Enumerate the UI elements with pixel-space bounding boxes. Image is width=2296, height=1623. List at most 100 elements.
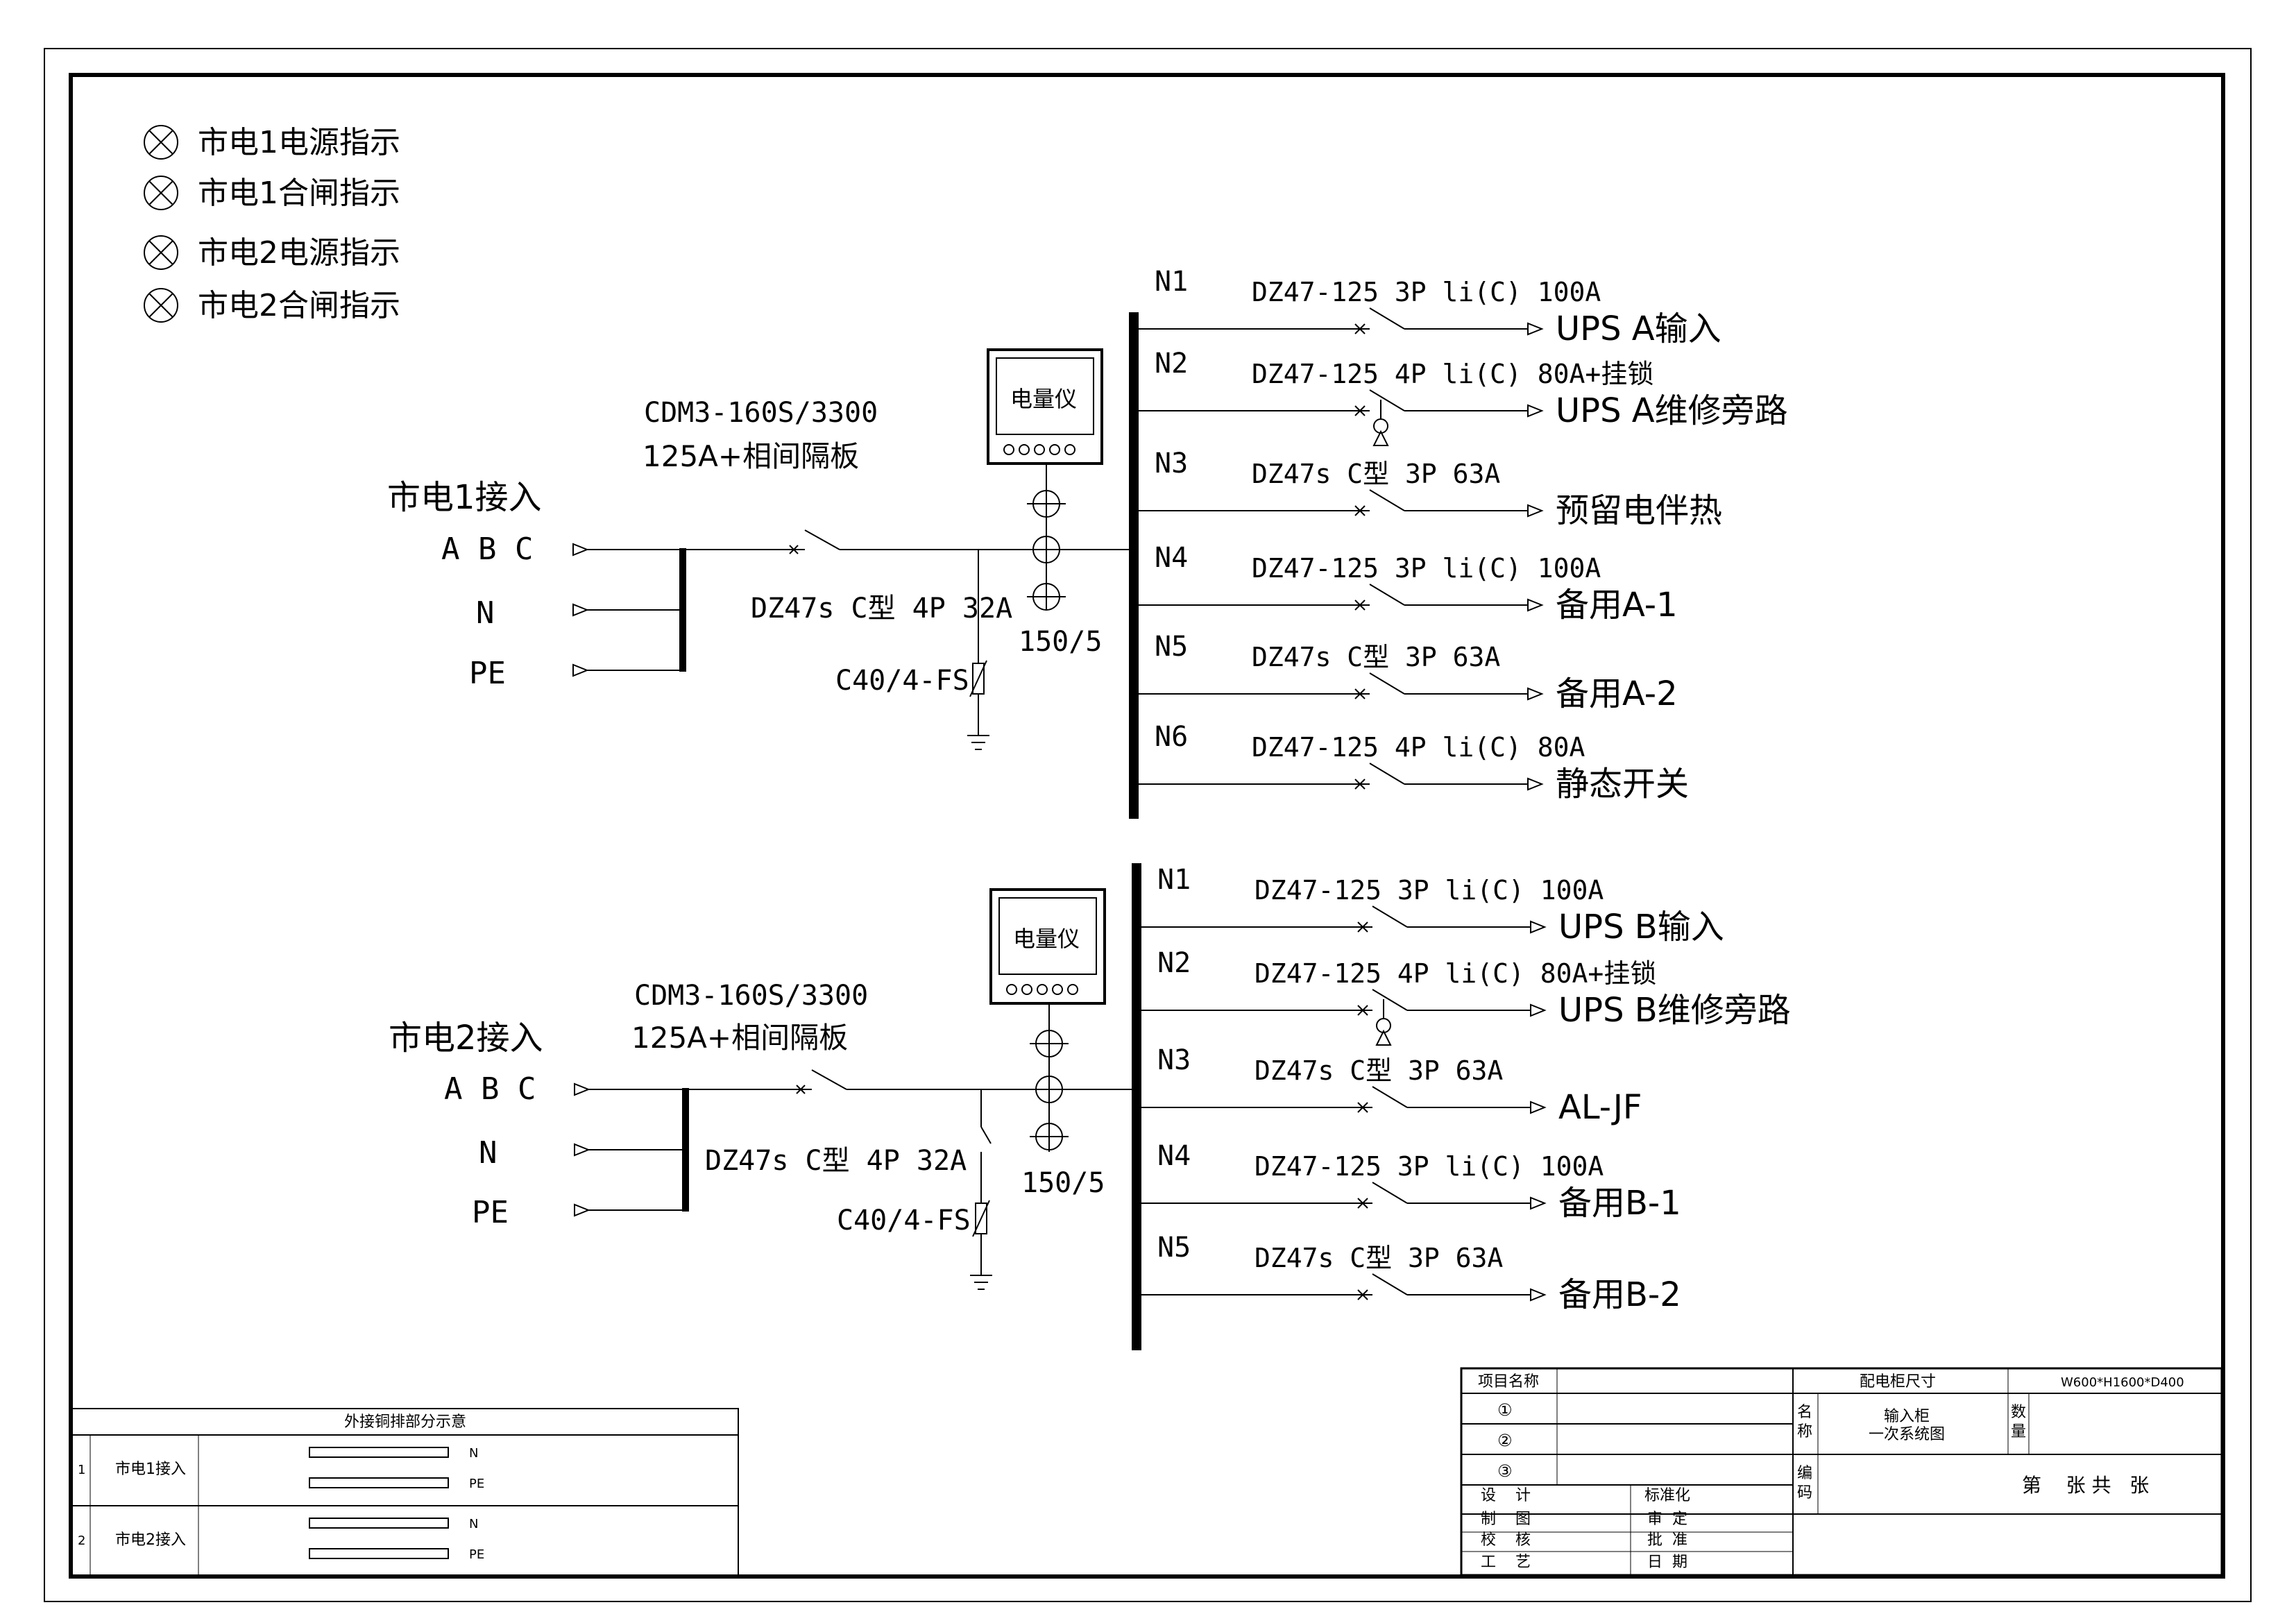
current-transformer-icon <box>1027 490 1066 611</box>
breaker-contact <box>811 1069 847 1090</box>
feeder-arrow-icon <box>1530 1003 1547 1017</box>
feeder-id: N4 <box>1157 1140 1191 1172</box>
project-row-marker: ② <box>1497 1431 1513 1450</box>
feeder-breaker-label: DZ47-125 3P li(C) 100A <box>1255 1151 1604 1182</box>
feeder-load-label: UPS A维修旁路 <box>1556 391 1788 430</box>
feeder-breaker-label: DZ47s C型 3P 63A <box>1252 642 1500 672</box>
feeder-arrow-icon <box>1530 1288 1547 1302</box>
title-block: 项目名称 ① ② ③ 配电柜尺寸 W600*H1600*D400 名 称 输入柜… <box>1460 1367 2223 1577</box>
ground-icon <box>967 735 989 750</box>
surge-protector-label: C40/4-FS <box>835 665 969 697</box>
surge-protector-label: C40/4-FS <box>837 1205 971 1237</box>
project-row-marker: ① <box>1497 1400 1513 1420</box>
feeder-arrow-icon <box>1527 322 1544 336</box>
surge-breaker-label: DZ47s C型 4P 32A <box>751 593 1012 624</box>
incoming-section-2: 市电2接入 A B C N PE CDM3-160S/3300 125A+相间隔… <box>389 863 1791 1350</box>
power-meter: 电量仪 <box>987 348 1103 465</box>
feeder-breaker-label: DZ47-125 4P li(C) 80A <box>1252 732 1585 763</box>
bar-label: PE <box>469 1547 484 1562</box>
feeder-arrow-icon <box>1527 504 1544 518</box>
drawing-name: 一次系统图 <box>1869 1426 1945 1443</box>
phase-label-abc: A B C <box>444 1071 536 1107</box>
review-label: 审 定 <box>1647 1511 1687 1528</box>
copper-bar-table: 外接铜排部分示意 1 市电1接入 N PE 2 市电2接入 N PE <box>71 1408 739 1576</box>
breaker-contact <box>980 1126 992 1144</box>
feeder-id: N3 <box>1155 448 1188 479</box>
indicator-label: 市电2电源指示 <box>198 235 400 271</box>
ct-ratio-label: 150/5 <box>1019 626 1102 658</box>
sheet-number: 第 张 共 张 <box>2022 1474 2149 1497</box>
breaker-contact <box>1369 307 1405 330</box>
feeder-id: N6 <box>1155 721 1188 753</box>
drafting-label: 制 图 <box>1481 1511 1531 1528</box>
cabinet-size-value: W600*H1600*D400 <box>2061 1375 2184 1390</box>
feeder-arrow-icon <box>1527 777 1544 791</box>
terminal-arrow-icon <box>574 1082 590 1096</box>
feeder-load-label: 静态开关 <box>1556 765 1689 804</box>
row-label: 市电1接入 <box>115 1461 186 1478</box>
ct-ratio-label: 150/5 <box>1021 1167 1105 1199</box>
code-label: 编 <box>1797 1465 1812 1482</box>
feeder-arrow-icon <box>1530 1196 1547 1210</box>
breaker-contact <box>1372 1273 1408 1295</box>
design-label: 设 计 <box>1481 1487 1531 1504</box>
main-breaker-spec: 125A+相间隔板 <box>631 1021 848 1055</box>
feeder-id: N2 <box>1157 947 1191 979</box>
name-label: 名 <box>1797 1404 1812 1421</box>
breaker-contact <box>1369 489 1405 511</box>
feeder-arrow-icon <box>1527 404 1544 418</box>
incoming-title: 市电1接入 <box>387 478 542 517</box>
feeder-load-label: UPS A输入 <box>1556 309 1721 348</box>
row-number: 1 <box>78 1463 85 1477</box>
terminal-arrow-icon <box>574 1203 590 1217</box>
feeder-id: N2 <box>1155 348 1188 380</box>
indicator-lamp-icon <box>144 125 178 160</box>
incoming-title: 市电2接入 <box>389 1019 543 1057</box>
indicator-label: 市电2合闸指示 <box>198 288 400 323</box>
power-meter: 电量仪 <box>989 888 1106 1005</box>
date-label: 日 期 <box>1647 1554 1687 1571</box>
copper-bar-table-title: 外接铜排部分示意 <box>344 1413 466 1431</box>
feeder-load-label: 预留电伴热 <box>1556 491 1722 530</box>
power-meter-label: 电量仪 <box>1010 386 1077 412</box>
quantity-label: 量 <box>2011 1423 2026 1441</box>
feeder-load-label: UPS B输入 <box>1558 908 1724 946</box>
feeder-id: N1 <box>1155 266 1188 298</box>
breaker-contact <box>1372 1086 1408 1108</box>
row-number: 2 <box>78 1533 85 1548</box>
feeder-load-label: UPS B维修旁路 <box>1558 991 1791 1030</box>
indicator-legend: 市电1电源指示 市电1合闸指示 市电2电源指示 市电2合闸指示 <box>144 125 400 323</box>
row-label: 市电2接入 <box>115 1531 186 1549</box>
feeder-load-label: 备用B-2 <box>1558 1275 1681 1314</box>
incoming-section-1: 市电1接入 A B C N PE CDM3-160S/3300 125A+相间隔… <box>387 266 1788 819</box>
breaker-contact <box>804 529 840 550</box>
phase-label-abc: A B C <box>441 532 533 567</box>
inner-border <box>69 73 2225 1579</box>
phase-label-n: N <box>479 1135 498 1171</box>
feeder-load-label: 备用A-1 <box>1556 586 1678 624</box>
breaker-contact <box>1372 989 1408 1011</box>
feeder-id: N1 <box>1157 864 1191 896</box>
power-meter-label: 电量仪 <box>1013 926 1080 952</box>
main-breaker-model: CDM3-160S/3300 <box>644 397 878 429</box>
feeder-breaker-label: DZ47s C型 3P 63A <box>1255 1243 1503 1273</box>
indicator-label: 市电1电源指示 <box>198 125 400 160</box>
breaker-contact <box>1369 672 1405 695</box>
quantity-label: 数 <box>2011 1404 2026 1421</box>
terminal-arrow-icon <box>572 663 589 677</box>
feeder-arrow-icon <box>1530 1101 1547 1114</box>
terminal-arrow-icon <box>572 603 589 617</box>
feeder-breaker-label: DZ47-125 3P li(C) 100A <box>1255 875 1604 906</box>
outer-border <box>44 48 2252 1602</box>
feeder-arrow-icon <box>1527 598 1544 612</box>
indicator-lamp-icon <box>144 288 178 323</box>
bar-label: N <box>469 1446 478 1461</box>
